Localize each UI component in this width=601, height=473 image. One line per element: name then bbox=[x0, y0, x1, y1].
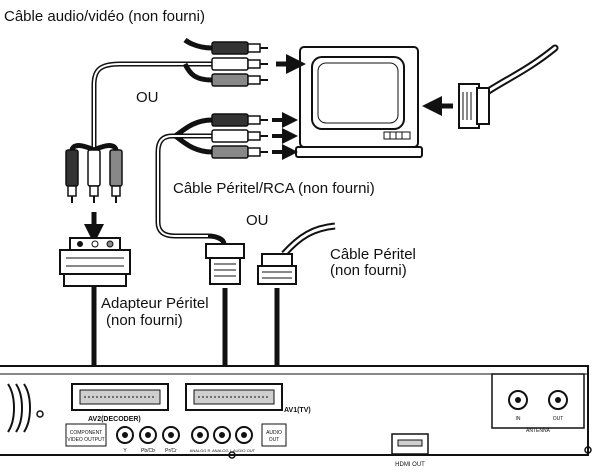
analog-label-1: ANALOG R bbox=[190, 448, 211, 453]
audio-out-label-2: OUT bbox=[269, 437, 280, 443]
component-label-1: COMPONENT bbox=[70, 430, 103, 436]
scart-cable-label-line2: (non fourni) bbox=[330, 262, 407, 279]
scart-plug-1-icon bbox=[205, 233, 245, 285]
scart-rca-cable-label: Câble Péritel/RCA (non fourni) bbox=[173, 180, 375, 197]
antenna-label: ANTENNA bbox=[526, 428, 551, 434]
adapter-rca-plugs bbox=[65, 143, 123, 203]
av-cable-label: Câble audio/vidéo (non fourni) bbox=[4, 8, 205, 25]
tv-scart-plug-icon bbox=[458, 44, 559, 129]
av2-label: AV2(DECODER) bbox=[88, 416, 141, 423]
jack-y-label: Y bbox=[123, 448, 127, 454]
tv-icon bbox=[295, 46, 423, 158]
scart-adapter-label-line2: (non fourni) bbox=[106, 312, 183, 329]
analog-label-2: ANALOG L bbox=[212, 448, 233, 453]
hdmi-label: HDMI OUT bbox=[395, 462, 425, 468]
rear-panel bbox=[0, 365, 592, 459]
analog-label-3: AUDIO OUT bbox=[233, 448, 256, 453]
or-mid-label: OU bbox=[246, 212, 269, 229]
component-label-2: VIDEO OUTPUT bbox=[67, 437, 105, 443]
av-cable-rca-plugs bbox=[91, 37, 268, 150]
scart-adapter-icon bbox=[59, 237, 131, 287]
antenna-out-label: OUT bbox=[553, 416, 564, 422]
or-top-label: OU bbox=[136, 89, 159, 106]
antenna-in-label: IN bbox=[516, 416, 521, 422]
audio-out-label-1: AUDIO bbox=[266, 430, 282, 436]
jack-pb-label: Pb/Cb bbox=[141, 448, 155, 454]
jack-pr-label: Pr/Cr bbox=[165, 448, 177, 454]
av1-label: AV1(TV) bbox=[284, 407, 311, 414]
scart-adapter-label-line1: Adapteur Péritel bbox=[101, 295, 209, 312]
scart-rca-cable-rca-plugs bbox=[155, 113, 268, 239]
scart-cable-label-line1: Câble Péritel bbox=[330, 246, 416, 263]
scart-plug-2-icon bbox=[257, 222, 336, 285]
